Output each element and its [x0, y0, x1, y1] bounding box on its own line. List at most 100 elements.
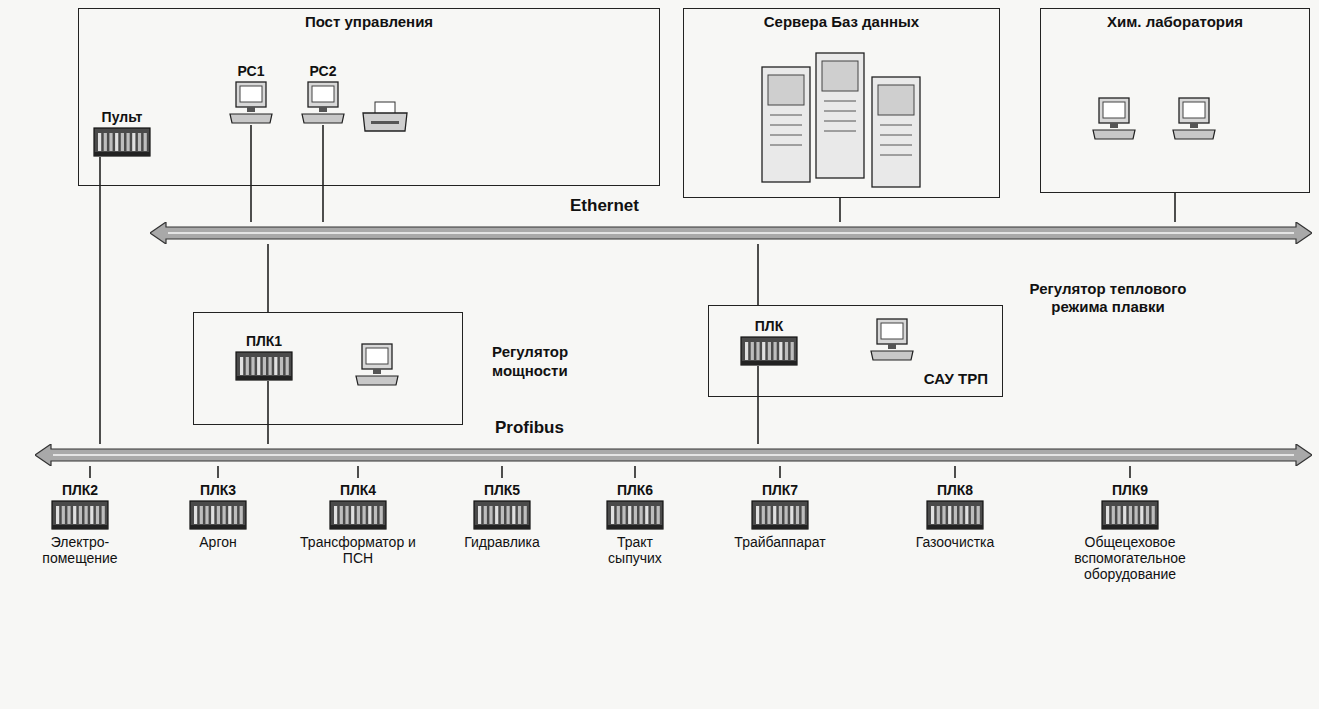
server-bay: [880, 135, 912, 136]
keyboard: [1093, 130, 1135, 139]
device-label: ПЛК: [755, 318, 783, 334]
plc-module: [628, 506, 631, 524]
keyboard: [230, 114, 272, 123]
box-heading: Хим. лаборатория: [1041, 9, 1309, 34]
plc-module: [495, 506, 498, 524]
plc-module: [767, 506, 770, 524]
plc-module: [634, 506, 637, 524]
bus-arrow: [150, 222, 1312, 244]
server-bay: [880, 145, 912, 146]
plc-icon: [740, 336, 798, 366]
workstation: РС1: [219, 59, 283, 125]
server-bay: [824, 101, 856, 102]
plc-module: [931, 506, 934, 524]
plc-body: [474, 501, 530, 529]
device-caption: Аргон: [163, 534, 273, 550]
plc-module: [489, 506, 492, 524]
servers-icon: [754, 47, 934, 192]
plc-body: [752, 501, 808, 529]
network-link: [634, 466, 636, 478]
plc-module: [651, 506, 654, 524]
plc-module: [524, 506, 527, 524]
network-link: [267, 381, 269, 444]
device-caption: Газоочистка: [898, 534, 1013, 550]
database-servers-box: Сервера Баз данных: [683, 8, 1000, 198]
plc-module: [762, 506, 765, 524]
plc-module: [756, 342, 759, 360]
bus-band: [35, 444, 1312, 466]
screen: [312, 86, 334, 102]
plc-device: ПЛК1: [224, 329, 304, 381]
box-heading: Сервера Баз данных: [684, 9, 999, 34]
plc-rail: [190, 525, 246, 529]
plc-module: [796, 506, 799, 524]
keyboard: [356, 376, 398, 385]
plc-device: ПЛК: [729, 314, 809, 366]
network-link: [1174, 193, 1176, 222]
box-heading: Пост управления: [79, 9, 659, 34]
plc-module: [1129, 506, 1132, 524]
box-heading: САУ ТРП: [709, 370, 1002, 387]
monitor: [1099, 98, 1129, 123]
network-link: [757, 244, 759, 305]
device-label: РС1: [238, 63, 265, 79]
plc-module: [960, 506, 963, 524]
device-caption: Гидравлика: [447, 534, 557, 550]
printer-icon: [361, 101, 409, 135]
plc-module: [96, 506, 99, 524]
plc-icon: [1101, 500, 1159, 530]
plc-icon: [329, 500, 387, 530]
network-link: [99, 157, 101, 444]
pc-icon: [1091, 97, 1137, 141]
plc-module: [132, 133, 135, 151]
bus-label: Ethernet: [570, 196, 639, 216]
chem-lab-box: Хим. лаборатория: [1040, 8, 1310, 193]
plc-module: [340, 506, 343, 524]
plc-module: [762, 342, 765, 360]
monitor: [877, 319, 907, 344]
plc-module: [121, 133, 124, 151]
device-label: Пульт: [102, 109, 143, 125]
device-caption: Электро- помещение: [35, 534, 125, 566]
plc-device: ПЛК2Электро- помещение: [15, 478, 145, 566]
plc-module: [484, 506, 487, 524]
profibus-bus: Profibus: [35, 444, 1312, 466]
device-label: ПЛК6: [617, 482, 653, 498]
box-heading: Регулятор мощности: [492, 343, 602, 381]
server-bay: [824, 131, 856, 132]
device-label: ПЛК7: [762, 482, 798, 498]
device-caption: Трайбаппарат: [723, 534, 838, 550]
stand: [373, 369, 381, 374]
plc-module: [645, 506, 648, 524]
plc-device: ПЛК5Гидравлика: [437, 478, 567, 550]
plc-module: [240, 506, 243, 524]
bus-band: [150, 222, 1312, 244]
plc-module: [779, 506, 782, 524]
device-caption: Общецеховое вспомогательное оборудование: [1068, 534, 1193, 582]
plc-body: [927, 501, 983, 529]
plc-device: ПЛК7Трайбаппарат: [715, 478, 845, 550]
keyboard: [302, 114, 344, 123]
plc-body: [52, 501, 108, 529]
server-bay: [880, 125, 912, 126]
bus-arrow: [35, 444, 1312, 466]
plc-module: [374, 506, 377, 524]
screen: [1103, 102, 1125, 118]
plc-module: [751, 342, 754, 360]
plc-rail: [927, 525, 983, 529]
plc-module: [791, 342, 794, 360]
plc-module: [617, 506, 620, 524]
plc-module: [79, 506, 82, 524]
plc-module: [790, 506, 793, 524]
console-device: Пульт: [87, 105, 157, 157]
network-link: [839, 198, 841, 222]
plc-module: [380, 506, 383, 524]
plc-rail: [474, 525, 530, 529]
regulator-label: Регулятор теплового режима плавки: [1028, 280, 1188, 316]
monitor: [362, 344, 392, 369]
plc-rail: [236, 376, 292, 380]
plc-rail: [752, 525, 808, 529]
plc-module: [501, 506, 504, 524]
device-label: ПЛК1: [246, 333, 282, 349]
pc-icon: [1171, 97, 1217, 141]
